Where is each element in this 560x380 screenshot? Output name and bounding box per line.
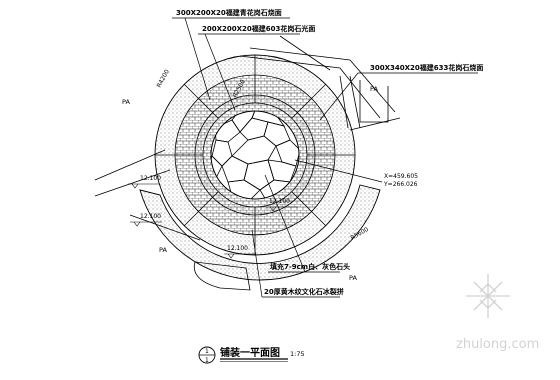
area-label-pa-left: PA — [122, 98, 131, 106]
coordinate-x: X=459.605 — [384, 173, 418, 180]
area-label-pa-bottom-left: PA — [159, 246, 168, 254]
dimension-r4200: R4200 — [156, 68, 171, 89]
index-bottom: 1 — [205, 357, 209, 364]
elevation-marker-4: 12.100 — [224, 245, 256, 259]
elevation-value: 12.100 — [269, 198, 290, 205]
area-label-pa-bottom-right: PA — [349, 274, 358, 282]
label-wood-stone-slab: 20厚黄木纹文化石冰裂拼 — [264, 287, 344, 296]
elevation-value: 12.100 — [140, 175, 161, 182]
elevation-marker-3: 12.100 — [266, 198, 298, 212]
drawing-scale: 1:75 — [290, 350, 305, 358]
label-pebble-fill: 填充7-9cm白、灰色石头 — [270, 262, 350, 271]
elevation-value: 12.100 — [140, 213, 161, 220]
index-top: 1 — [205, 348, 209, 355]
elevation-marker-2: 12.100 — [130, 213, 162, 227]
lower-arc-band — [139, 184, 381, 281]
area-label-pa-right: PA — [370, 85, 379, 93]
watermark-text: zhulong.com — [456, 337, 539, 352]
watermark: zhulong.com — [456, 274, 539, 352]
watermark-logo-icon — [466, 274, 510, 318]
drawing-title: 铺装一平面图 — [220, 346, 280, 359]
pebble-center — [210, 110, 300, 200]
elevation-value: 12.100 — [227, 245, 248, 252]
label-granite-300x200: 300X200X20福建青花岗石烧面 — [176, 8, 282, 17]
radial-divisions — [155, 55, 355, 255]
coordinate-y: Y=266.026 — [383, 181, 418, 188]
label-granite-300x340: 300X340X20福建633花岗石烧面 — [370, 63, 483, 72]
leader-lines — [172, 17, 478, 298]
drawing-title-block: 1 1 铺装一平面图 1:75 — [198, 346, 305, 364]
elevation-marker-1: 12.100 — [128, 175, 161, 189]
label-granite-200x200: 200X200X20福建603花岗石光面 — [202, 24, 315, 33]
